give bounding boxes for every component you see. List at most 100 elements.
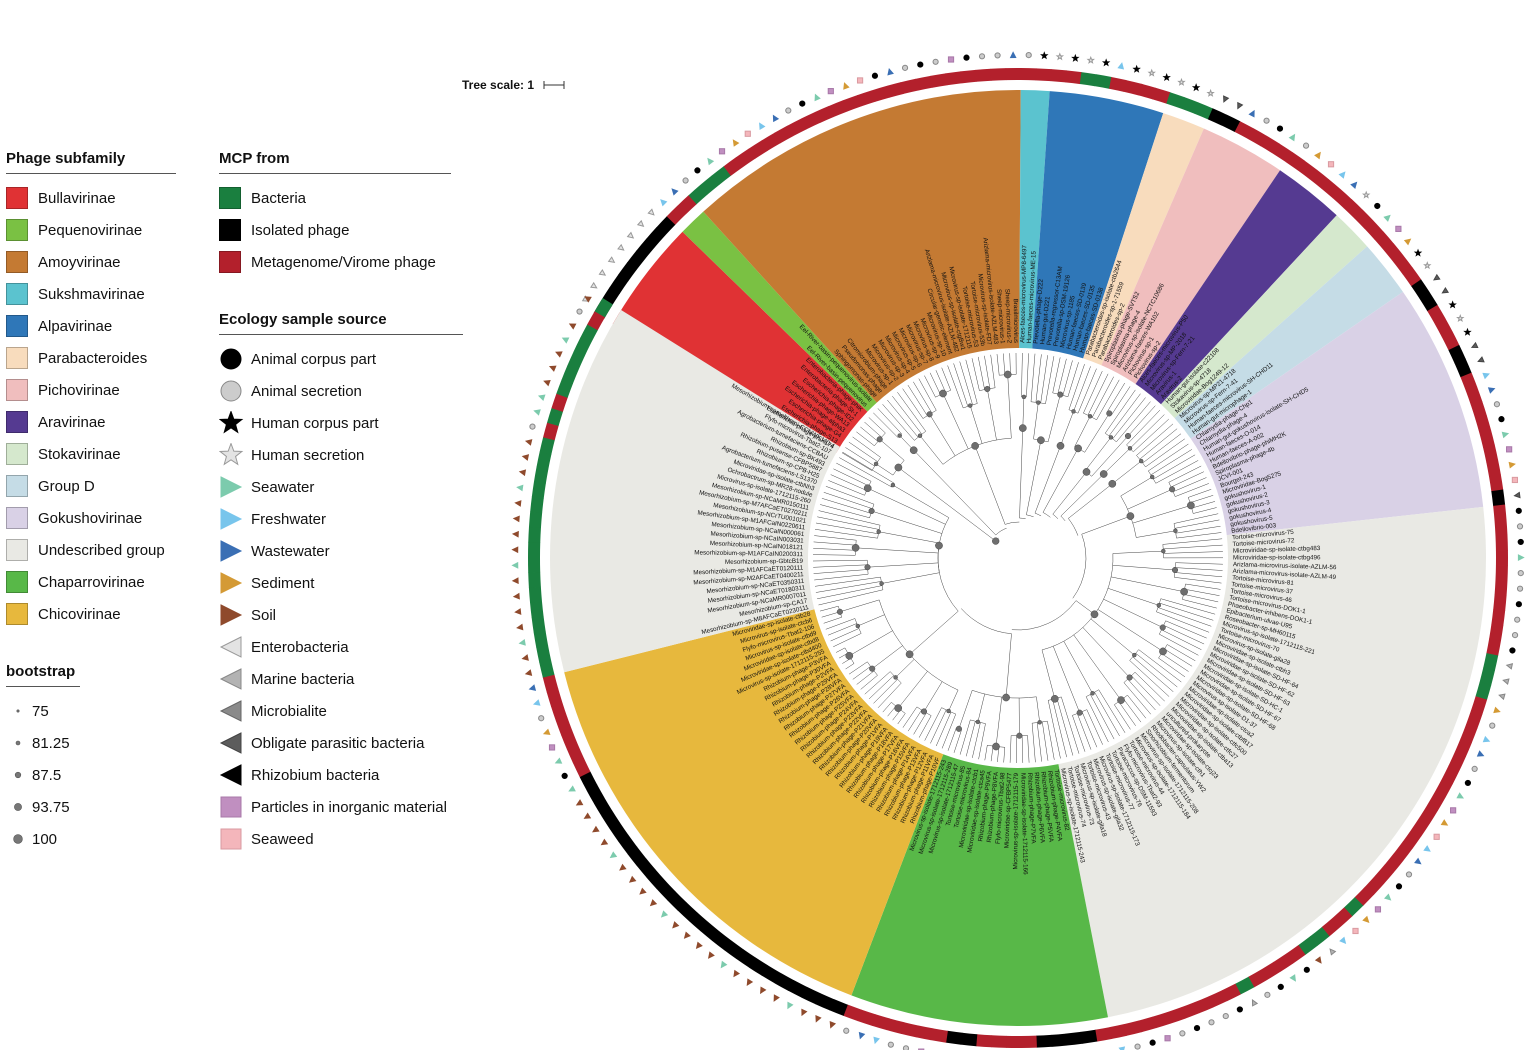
mcp-ring-segment (1427, 791, 1446, 811)
branch (1112, 460, 1142, 484)
mcp-ring-segment (1448, 344, 1466, 364)
mcp-ring-segment (618, 834, 638, 855)
branch (913, 712, 927, 735)
branch (864, 671, 891, 695)
mcp-ring-segment (528, 526, 541, 543)
ecology-symbol-seawater (561, 337, 570, 344)
bootstrap-node (1149, 474, 1155, 480)
sector-gokushovirinae (1190, 291, 1484, 536)
branch (913, 450, 996, 536)
mcp-ring-segment (1402, 267, 1422, 287)
ecology-symbol-particles-in-inorganic-material (827, 88, 834, 95)
mcp-ring-segment (688, 185, 708, 205)
mcp-ring-segment (829, 999, 848, 1016)
bootstrap-node (909, 446, 918, 455)
branch (1031, 723, 1036, 763)
ecology-symbol-sediment (1314, 151, 1321, 160)
legend-subfamily-group-d: Group D (6, 470, 178, 502)
branch (941, 714, 957, 749)
mcp-ring-segment (930, 1028, 948, 1043)
sector-aravirinae (1135, 170, 1337, 405)
mcp-ring-segment (566, 744, 585, 764)
ecology-symbol-particles-in-inorganic-material (947, 56, 955, 63)
branch (852, 666, 871, 680)
branch (813, 564, 868, 568)
bootstrap-node (1169, 486, 1176, 493)
legend-label: Group D (38, 477, 95, 495)
legend-subfamily-chicovirinae: Chicovirinae (6, 598, 178, 630)
branch (815, 581, 882, 593)
ecology-symbol-animal-secretion (932, 58, 939, 65)
legend-swatch (6, 187, 28, 209)
branch (845, 447, 875, 467)
mcp-ring-segment (801, 111, 821, 130)
ecology-symbol-animal-corpus-part (1149, 1039, 1156, 1046)
mcp-ring-segment (530, 601, 544, 619)
branch (817, 516, 880, 530)
branch (814, 573, 869, 581)
ecology-symbol-particles-in-inorganic-material (1164, 1035, 1171, 1042)
branch (848, 661, 868, 675)
branch (1084, 413, 1110, 453)
ecology-symbol-animal-corpus-part (1395, 883, 1403, 890)
ecology-symbol-enterobacteria (590, 281, 598, 289)
legend-ecology-soil: Soil (219, 599, 465, 631)
sector-group-d (1174, 246, 1403, 439)
legend-label: Parabacteroides (38, 349, 148, 367)
branch (1060, 515, 1066, 522)
branch (867, 562, 939, 568)
branch (1129, 414, 1165, 449)
branch (864, 421, 882, 438)
ecology-symbol-animal-corpus-part (1515, 601, 1522, 608)
legend-ecology-microbialite: Microbialite (219, 695, 465, 727)
branch (1190, 495, 1214, 503)
legend-ecology-obligate-parasitic-bacteria: Obligate parasitic bacteria (219, 727, 465, 759)
branch (1073, 366, 1091, 412)
branch (1175, 567, 1223, 571)
mcp-ring-segment (561, 730, 579, 750)
mcp-ring-segment (960, 69, 977, 84)
branch (907, 384, 928, 416)
legend-swatch (6, 411, 28, 433)
branch (1135, 653, 1178, 688)
branch (892, 484, 950, 518)
ecology-symbol-animal-secretion (978, 53, 986, 60)
ecology-symbol-animal-corpus-part (1236, 1006, 1243, 1013)
bootstrap-node (1082, 468, 1091, 476)
branch (849, 630, 893, 657)
mcp-ring-segment (871, 1014, 891, 1031)
mcp-ring-segment (1321, 179, 1341, 199)
bootstrap-node (967, 403, 973, 408)
mcp-ring-segment (915, 75, 933, 91)
ecology-symbol-seawater (516, 484, 524, 492)
mcp-ring-segment (1343, 199, 1363, 219)
branch (833, 468, 869, 487)
bootstrap-node (894, 704, 903, 712)
mcp-ring-segment (1434, 317, 1453, 338)
bootstrap-node (917, 433, 923, 438)
legend-swatch (219, 251, 241, 273)
mcp-ring-segment (1065, 70, 1082, 85)
ecology-symbol-soil (619, 863, 627, 871)
ecology-symbol-seawater (707, 157, 715, 166)
branch (873, 679, 898, 704)
branch (935, 370, 946, 393)
mcp-ring-segment (724, 940, 744, 960)
ecology-symbol-soil (512, 592, 520, 600)
sector-parabacteroides (1083, 113, 1204, 366)
legend-label: Amoyvirinae (38, 253, 121, 271)
mcp-ring-segment (1332, 189, 1352, 209)
ecology-symbol-animal-secretion (1516, 523, 1524, 530)
tri-left-symbol-icon (219, 732, 242, 754)
ecology-symbol-animal-secretion (994, 52, 1001, 59)
ecology-symbol-particles-in-inorganic-material (1450, 807, 1457, 814)
branch (929, 372, 941, 395)
sector-amoyvirinae (703, 89, 1021, 403)
legend-subfamily-chaparrovirinae: Chaparrovirinae (6, 566, 178, 598)
branch (1126, 409, 1161, 446)
bootstrap-node (879, 581, 884, 586)
ecology-symbol-seaweed (1433, 833, 1440, 840)
ecology-symbol-animal-secretion (1134, 1043, 1141, 1050)
mcp-ring-segment (1475, 415, 1492, 434)
